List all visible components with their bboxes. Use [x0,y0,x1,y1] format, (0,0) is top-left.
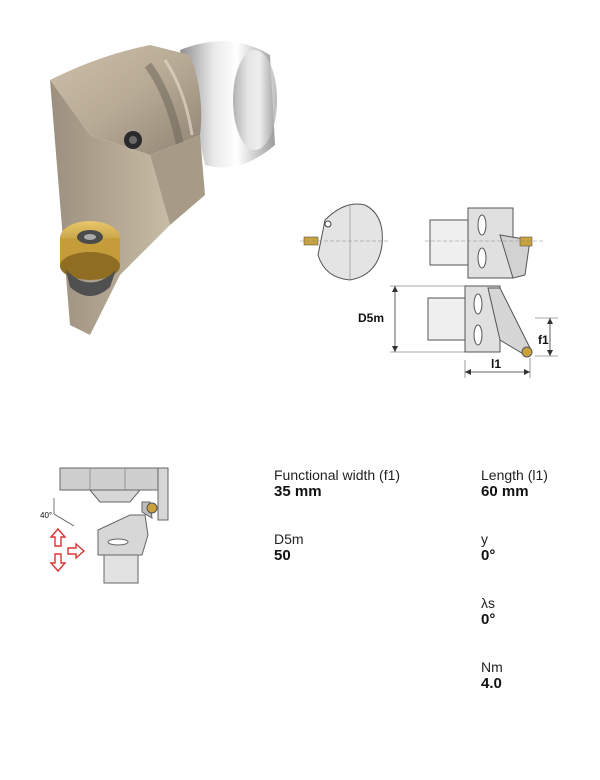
setup-icon: 40° [40,467,169,584]
dim-label-d5m: D5m [358,311,384,325]
spec-label: D5m [274,531,304,547]
spec-functional-width: Functional width (f1) 35 mm [274,467,400,500]
spec-value: 4.0 [481,675,502,692]
holder-body-top [50,45,202,155]
spec-label: Length (l1) [481,467,548,483]
dim-label-l1: l1 [491,357,501,371]
spec-value: 0° [481,547,496,564]
setup-angle-label: 40° [40,511,52,520]
arrow-up-icon [49,527,67,547]
arrow-down-icon [49,553,67,573]
spec-d5m: D5m 50 [274,531,304,564]
spec-label: Nm [481,659,503,675]
spec-label: Functional width (f1) [274,467,401,483]
spec-value: 60 mm [481,483,529,500]
spec-label: y [481,531,488,547]
spec-value: 35 mm [274,483,322,500]
technical-drawing: D5m f1 l1 [300,203,558,378]
spec-nm: Nm 4.0 [481,659,503,692]
spec-value: 0° [481,611,496,628]
cutting-insert [60,221,120,296]
spec-lambda-s: λs 0° [481,595,495,628]
arrow-right-icon [67,542,86,560]
dim-label-f1: f1 [538,333,549,347]
product-photo [50,41,277,335]
side-view [425,207,545,279]
spec-y: y 0° [481,531,495,564]
spec-label: λs [481,595,495,611]
spec-value: 50 [274,547,291,564]
top-view [427,285,533,358]
spec-length: Length (l1) 60 mm [481,467,548,500]
front-view [300,203,390,281]
